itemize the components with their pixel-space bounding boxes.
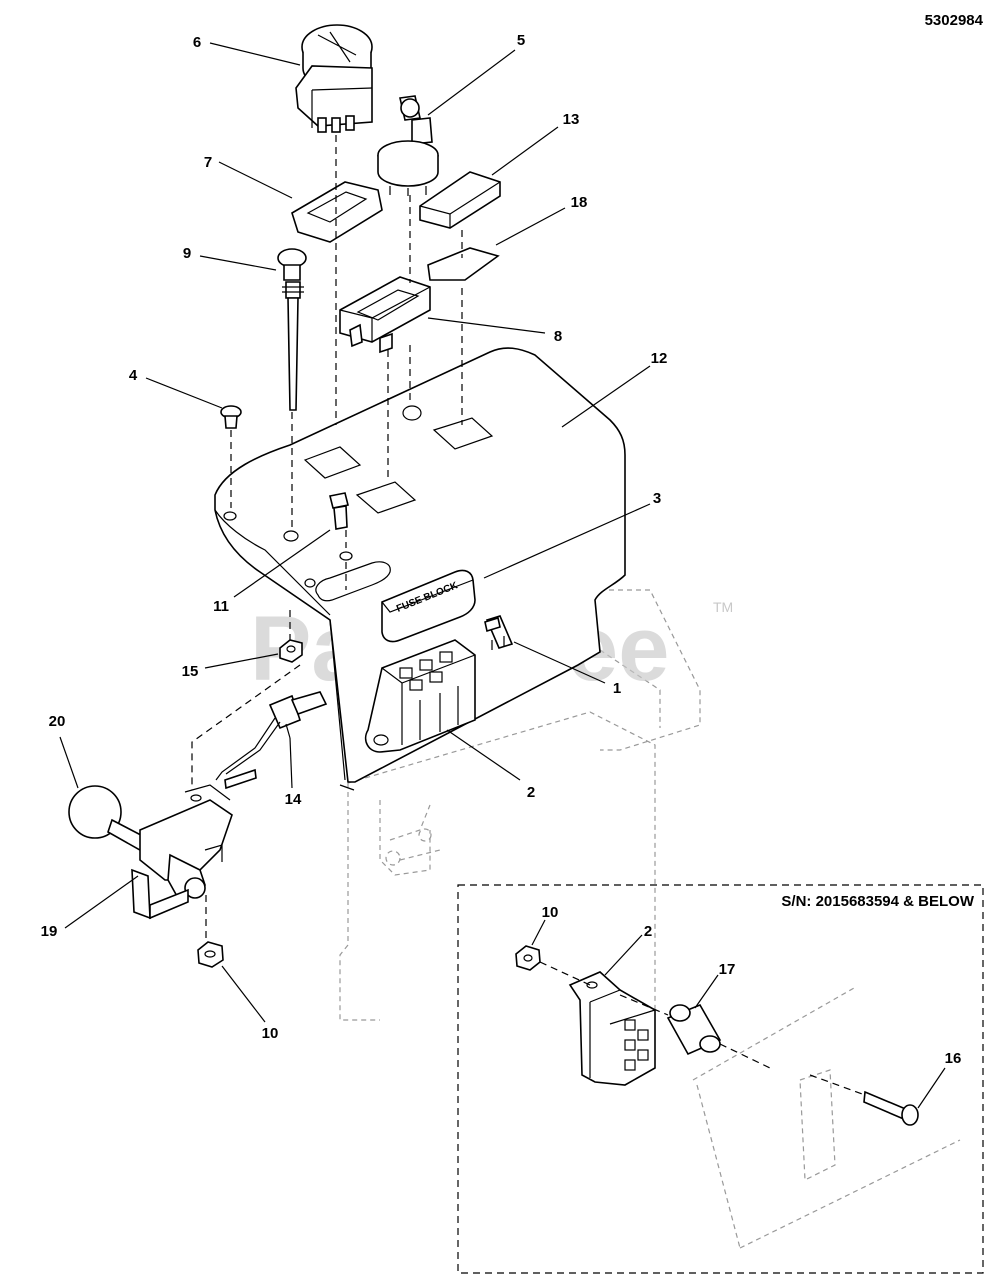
throttle-assembly <box>68 768 257 920</box>
leader-lines <box>59 42 651 1023</box>
callout-6: 6 <box>193 34 201 51</box>
callout-17: 17 <box>719 961 736 978</box>
callout-10: 10 <box>262 1025 279 1042</box>
fuse-holder <box>364 639 476 753</box>
choke-cable <box>277 248 307 411</box>
callout-7: 7 <box>204 154 212 171</box>
assembly-lines <box>191 135 463 940</box>
inset-box: S/N: 2015683594 & BELOW <box>457 884 984 1274</box>
inset-caption: S/N: 2015683594 & BELOW <box>781 893 974 910</box>
callout-15: 15 <box>182 663 199 680</box>
callout-9: 9 <box>183 245 191 262</box>
callout-18: 18 <box>571 194 588 211</box>
lock-nut <box>197 941 224 968</box>
callout-19: 19 <box>41 923 58 940</box>
ghost-frame <box>339 589 701 1021</box>
gasket <box>427 247 500 281</box>
callout-12: 12 <box>651 350 668 367</box>
hour-meter <box>339 276 431 354</box>
pto-switch <box>295 24 373 133</box>
callout-2-inset: 2 <box>644 923 652 940</box>
blank-plug-cap <box>419 171 501 229</box>
callout-2: 2 <box>527 784 535 801</box>
callout-8: 8 <box>554 328 562 345</box>
switch-bezel <box>291 181 383 243</box>
bolt <box>329 492 349 530</box>
callout-5: 5 <box>517 32 525 49</box>
document-number: 5302984 <box>925 12 984 29</box>
callout-11: 11 <box>213 598 229 615</box>
callout-3: 3 <box>653 490 661 507</box>
cable-clamp <box>215 691 328 781</box>
callout-4: 4 <box>129 367 138 384</box>
callout-10-inset: 10 <box>542 904 559 921</box>
screw <box>220 405 242 429</box>
fuse <box>484 615 514 650</box>
callout-20: 20 <box>49 713 66 730</box>
callout-13: 13 <box>563 111 580 128</box>
callout-1: 1 <box>613 680 621 697</box>
ignition-switch <box>377 95 439 196</box>
trademark: TM <box>713 599 733 615</box>
dash-panel <box>214 347 626 791</box>
callout-14: 14 <box>285 791 302 808</box>
callout-16: 16 <box>945 1050 962 1067</box>
callout-labels: 6 5 13 7 18 9 8 12 4 3 11 15 1 20 2 14 1… <box>41 32 962 1067</box>
